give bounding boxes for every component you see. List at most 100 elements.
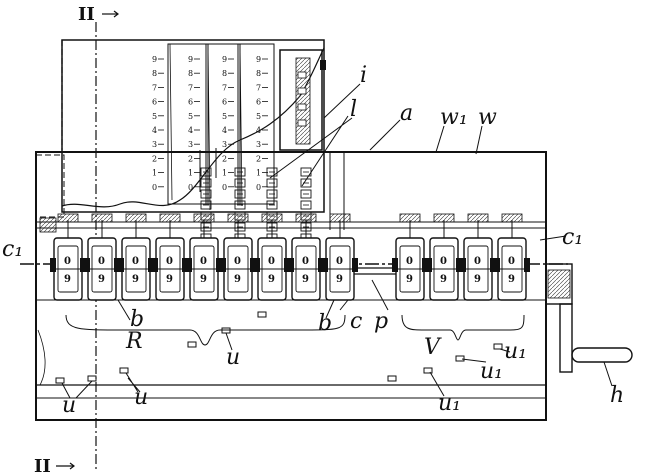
label-i: i xyxy=(360,63,367,88)
label-u-left2: u xyxy=(134,385,148,410)
label-u1-bottom: u₁ xyxy=(438,391,461,416)
scale-digit: 8 xyxy=(188,69,193,78)
counting-wheel: 09 xyxy=(186,213,222,301)
scale-digit: 0 xyxy=(222,183,227,192)
scale-digit: 3 xyxy=(256,140,261,149)
scale-digit: 5 xyxy=(222,112,227,121)
scale-digit: 9 xyxy=(188,55,193,64)
label-p: p xyxy=(374,309,388,334)
scale-digit: 0 xyxy=(152,183,157,192)
scale-digit: 6 xyxy=(188,98,193,107)
wheel-digit: 9 xyxy=(302,274,309,285)
scale-digit: 9 xyxy=(222,55,227,64)
counting-wheel: 09 xyxy=(426,213,462,301)
counting-wheel: 09 xyxy=(84,213,120,301)
scale-digit: 4 xyxy=(256,126,261,135)
scale-digit: 3 xyxy=(188,140,193,149)
scale-digit: 6 xyxy=(152,98,157,107)
counting-wheel: 09 xyxy=(118,213,154,301)
label-w: w xyxy=(478,105,497,130)
wheel-digit: 9 xyxy=(268,274,275,285)
wheel-digit: 9 xyxy=(234,274,241,285)
scale-digit: 9 xyxy=(152,55,157,64)
scale-digit: 1 xyxy=(152,169,157,178)
counting-wheel: 09 xyxy=(460,213,496,301)
label-b: b xyxy=(130,307,144,332)
wheel-digit: 0 xyxy=(200,256,207,267)
scale-digit: 4 xyxy=(188,126,193,135)
scale-strips xyxy=(167,43,275,211)
wheel-digit: 9 xyxy=(508,274,515,285)
leader-lines xyxy=(61,83,613,399)
label-V: V xyxy=(424,335,442,360)
scale-digit: 4 xyxy=(152,126,157,135)
scale-digit: 8 xyxy=(152,69,157,78)
label-b1: b xyxy=(318,311,332,336)
scale-digit: 0 xyxy=(256,183,261,192)
scale-digit: 5 xyxy=(188,112,193,121)
scale-digit: 1 xyxy=(256,169,261,178)
wheel-digit: 0 xyxy=(64,256,71,267)
scale-digit: 1 xyxy=(188,169,193,178)
counting-wheel: 09 xyxy=(494,213,530,301)
shafts xyxy=(20,217,568,301)
wheel-digit: 0 xyxy=(98,256,105,267)
label-h: h xyxy=(610,383,624,408)
wheel-digit: 0 xyxy=(302,256,309,267)
scale-digit: 1 xyxy=(222,169,227,178)
wheel-digit: 9 xyxy=(474,274,481,285)
counting-wheel: 09 xyxy=(288,213,324,301)
label-a: a xyxy=(400,101,413,126)
scale-digit: 2 xyxy=(188,154,193,163)
label-u-center: u xyxy=(226,345,240,370)
wheel-digit: 0 xyxy=(166,256,173,267)
scale-digit: 8 xyxy=(256,69,261,78)
scale-digit: 5 xyxy=(152,112,157,121)
scale-digit: 2 xyxy=(256,154,261,163)
label-w1: w₁ xyxy=(440,105,468,130)
wheel-digit: 0 xyxy=(234,256,241,267)
wheel-digit: 9 xyxy=(336,274,343,285)
counting-wheel: 09 xyxy=(220,213,256,301)
label-R: R xyxy=(125,329,143,354)
scale-digit: 3 xyxy=(222,140,227,149)
counting-wheel: 09 xyxy=(322,213,358,301)
scale-digit: 9 xyxy=(256,55,261,64)
wheel-digit: 0 xyxy=(474,256,481,267)
scale-digit: 7 xyxy=(256,83,261,92)
label-c: c xyxy=(350,309,362,334)
wheel-digit: 9 xyxy=(98,274,105,285)
wheel-digit: 0 xyxy=(268,256,275,267)
wheel-digit: 9 xyxy=(406,274,413,285)
wheel-digit: 0 xyxy=(440,256,447,267)
counting-wheel: 09 xyxy=(254,213,290,301)
counting-wheel: 09 xyxy=(152,213,188,301)
scale-digit: 7 xyxy=(152,83,157,92)
label-u1-right: u₁ xyxy=(504,339,527,364)
scale-digit: 7 xyxy=(188,83,193,92)
wheel-digit: 9 xyxy=(200,274,207,285)
wheel-digit: 0 xyxy=(508,256,515,267)
indicator-column xyxy=(279,49,326,151)
scale-column-4: 9 8 7 6 5 4 3 2 1 0 xyxy=(256,55,268,192)
scale-digit: 6 xyxy=(256,98,261,107)
wheel-digit: 0 xyxy=(132,256,139,267)
scale-digit: 0 xyxy=(188,183,193,192)
scale-digit: 8 xyxy=(222,69,227,78)
scale-digit: 2 xyxy=(222,154,227,163)
wheel-digit: 9 xyxy=(166,274,173,285)
scale-digit: 3 xyxy=(152,140,157,149)
scale-digit: 6 xyxy=(222,98,227,107)
brackets xyxy=(65,314,525,346)
label-u-left: u xyxy=(62,393,76,418)
scale-digit: 5 xyxy=(256,112,261,121)
scale-digit: 4 xyxy=(222,126,227,135)
label-c1-right: c₁ xyxy=(562,225,583,250)
counting-wheel: 09 xyxy=(392,213,428,301)
wheel-digit: 9 xyxy=(132,274,139,285)
